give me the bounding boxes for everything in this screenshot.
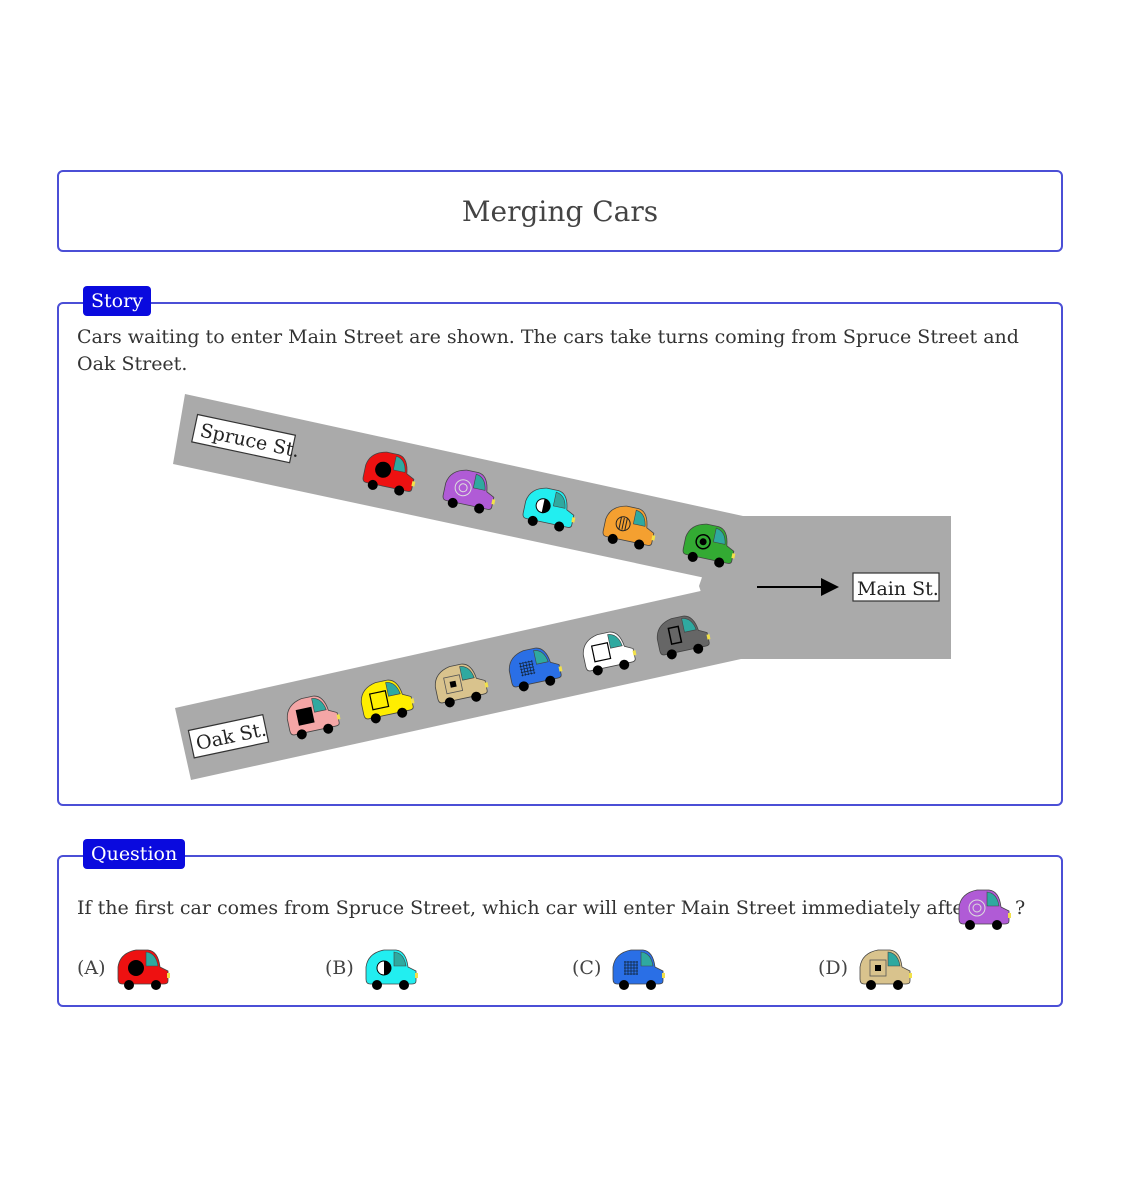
story-panel: Story Cars waiting to enter Main Street … <box>57 286 1063 806</box>
question-mark: ? <box>1015 897 1026 919</box>
spruce-car-4 <box>602 505 656 550</box>
option-d-label: (D) <box>818 957 849 979</box>
option-a[interactable]: (A) <box>77 941 174 995</box>
option-c[interactable]: (C) <box>572 941 669 995</box>
option-car-0 <box>117 949 170 990</box>
option-d[interactable]: (D) <box>818 941 916 995</box>
option-car-3 <box>859 949 913 990</box>
oak-car-3 <box>434 663 489 708</box>
main-street-sign: Main St. <box>852 572 940 602</box>
spruce-car-2 <box>442 469 496 514</box>
question-text: If the first car comes from Spruce Stree… <box>77 897 973 919</box>
street-diagram: Spruce St. Oak St. Main St. <box>173 394 951 780</box>
after-car-icon <box>958 889 1011 930</box>
story-text: Cars waiting to enter Main Street are sh… <box>77 326 1019 375</box>
page-title: Merging Cars <box>461 194 659 228</box>
option-b[interactable]: (B) <box>325 941 422 995</box>
spruce-cars <box>362 451 736 568</box>
main-street-label: Main St. <box>857 578 939 600</box>
option-car-2 <box>612 949 666 990</box>
option-c-car-icon <box>612 949 666 990</box>
option-a-label: (A) <box>77 957 106 979</box>
story-tag: Story <box>83 286 151 316</box>
oak-car-1 <box>286 695 341 740</box>
oak-car-4 <box>508 647 563 692</box>
option-c-label: (C) <box>572 957 602 979</box>
oak-car-5 <box>582 631 637 676</box>
spruce-car-5 <box>682 523 736 568</box>
spruce-car-1 <box>362 451 416 496</box>
title-box: Merging Cars <box>57 170 1063 252</box>
option-car-1 <box>365 949 418 990</box>
question-tag: Question <box>83 839 186 869</box>
option-b-label: (B) <box>325 957 354 979</box>
option-b-car-icon <box>365 949 418 990</box>
oak-car-6 <box>656 615 711 660</box>
option-d-car-icon <box>859 949 913 990</box>
option-a-car-icon <box>117 949 170 990</box>
after-car <box>958 889 1011 930</box>
oak-cars <box>286 615 711 740</box>
spruce-car-3 <box>522 487 576 532</box>
arrow-icon <box>757 578 839 596</box>
oak-car-2 <box>360 679 415 724</box>
question-panel: Question If the first car comes from Spr… <box>57 839 1063 1007</box>
